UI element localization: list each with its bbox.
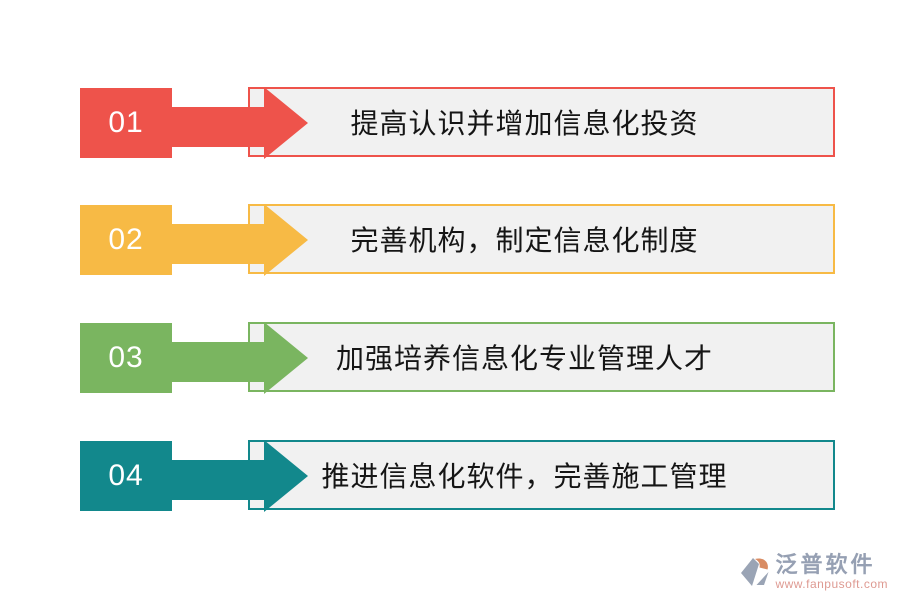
step-number: 03 [108, 341, 144, 374]
arrow-bar [171, 342, 266, 382]
brand-name: 泛普软件 [775, 552, 876, 578]
arrow-bar [171, 107, 266, 147]
step-row: 完善机构，制定信息化制度 02 [0, 204, 900, 278]
step-row: 推进信息化软件，完善施工管理 04 [0, 440, 900, 514]
step-label: 提高认识并增加信息化投资 [350, 107, 699, 140]
step-label: 推进信息化软件，完善施工管理 [321, 460, 728, 493]
brand-url: www.fanpusoft.com [775, 577, 888, 591]
step-label: 完善机构，制定信息化制度 [350, 224, 699, 257]
step-label-box: 完善机构，制定信息化制度 [248, 204, 835, 274]
step-number: 02 [108, 223, 144, 256]
step-number-badge: 02 [80, 205, 172, 275]
step-label-box: 加强培养信息化专业管理人才 [248, 322, 835, 392]
fanpu-logo-icon [741, 558, 769, 586]
watermark: 泛普软件 www.fanpusoft.com [739, 554, 888, 590]
arrow-right-icon [264, 440, 308, 512]
arrow-right-icon [264, 87, 308, 159]
step-row: 加强培养信息化专业管理人才 03 [0, 322, 900, 396]
arrow-right-icon [264, 204, 308, 276]
step-label-box: 提高认识并增加信息化投资 [248, 87, 835, 157]
step-label: 加强培养信息化专业管理人才 [335, 342, 713, 375]
step-number: 01 [108, 106, 144, 139]
watermark-text: 泛普软件 www.fanpusoft.com [775, 554, 888, 590]
step-number-badge: 01 [80, 88, 172, 158]
step-row: 提高认识并增加信息化投资 01 [0, 87, 900, 161]
arrow-bar [171, 460, 266, 500]
step-number-badge: 03 [80, 323, 172, 393]
step-number: 04 [108, 459, 144, 492]
step-number-badge: 04 [80, 441, 172, 511]
step-label-box: 推进信息化软件，完善施工管理 [248, 440, 835, 510]
arrow-bar [171, 224, 266, 264]
arrow-right-icon [264, 322, 308, 394]
